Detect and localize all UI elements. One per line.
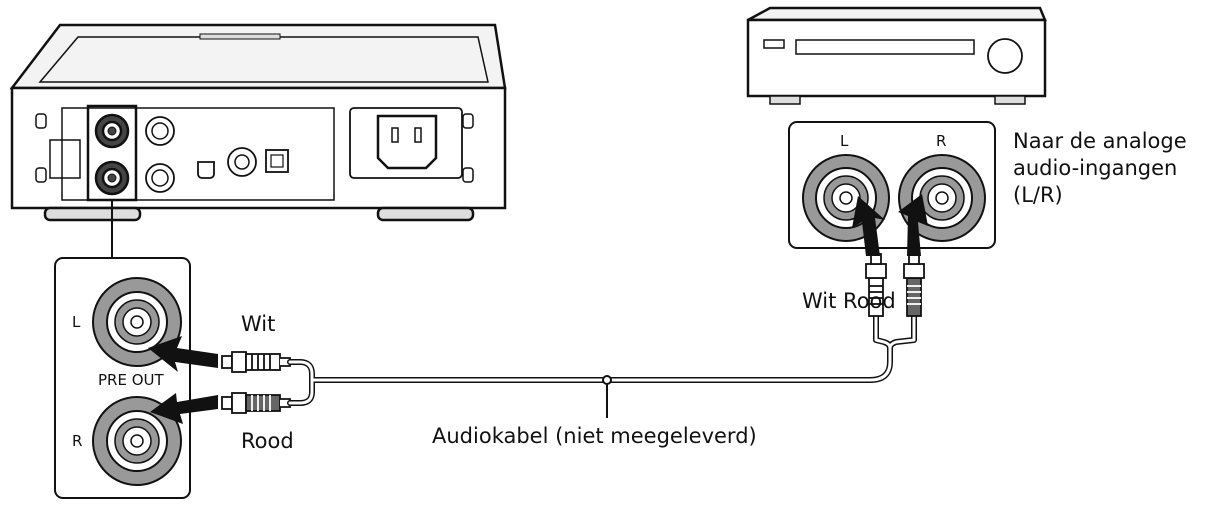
target-description-line1: Naar de analoge: [1013, 129, 1187, 153]
pre-out-jack-R: [92, 396, 182, 486]
receiver-top-panel: [747, 6, 1047, 22]
amplifier-top-inset: [38, 36, 489, 83]
receiver-input-panel: L R: [788, 121, 996, 249]
rca-plug-red: [221, 392, 291, 414]
pre-out-jack-L: [92, 277, 182, 367]
target-description-line3: (L/R): [1013, 183, 1063, 207]
rca-plug-red-right: [903, 253, 925, 317]
target-description-line2: audio-ingangen: [1013, 156, 1177, 180]
cable-callout: [602, 375, 612, 418]
amplifier-foot-right: [376, 206, 475, 222]
receiver-disc-slot: [795, 39, 975, 55]
pre-out-label-L: L: [72, 313, 81, 331]
pre-out-label-R: R: [72, 432, 82, 450]
receiver-device: [746, 6, 1047, 105]
amplifier-foot-left: [43, 206, 142, 222]
wit-rood-label: Wit Rood: [802, 289, 896, 313]
audio-cable: [287, 312, 917, 406]
arrow-to-R-icon: [150, 393, 218, 424]
pre-out-enlarged-panel: L R PRE OUT: [54, 257, 191, 499]
arrow-to-receiver-R-icon: [898, 194, 928, 256]
rood-label: Rood: [241, 429, 294, 453]
pre-out-label: PRE OUT: [98, 371, 164, 389]
arrow-to-L-icon: [148, 336, 218, 372]
rca-plug-white: [221, 351, 291, 373]
arrow-to-receiver-L-icon: [852, 196, 885, 256]
wit-label: Wit: [241, 312, 275, 336]
pre-out-arrows: [148, 336, 218, 424]
receiver-label-R: R: [936, 132, 946, 150]
receiver-label-L: L: [840, 132, 849, 150]
amplifier-device: [9, 23, 507, 222]
cable-label: Audiokabel (niet meegeleverd): [432, 424, 757, 448]
receiver-knob: [987, 38, 1023, 74]
receiver-arrows: [852, 194, 928, 256]
